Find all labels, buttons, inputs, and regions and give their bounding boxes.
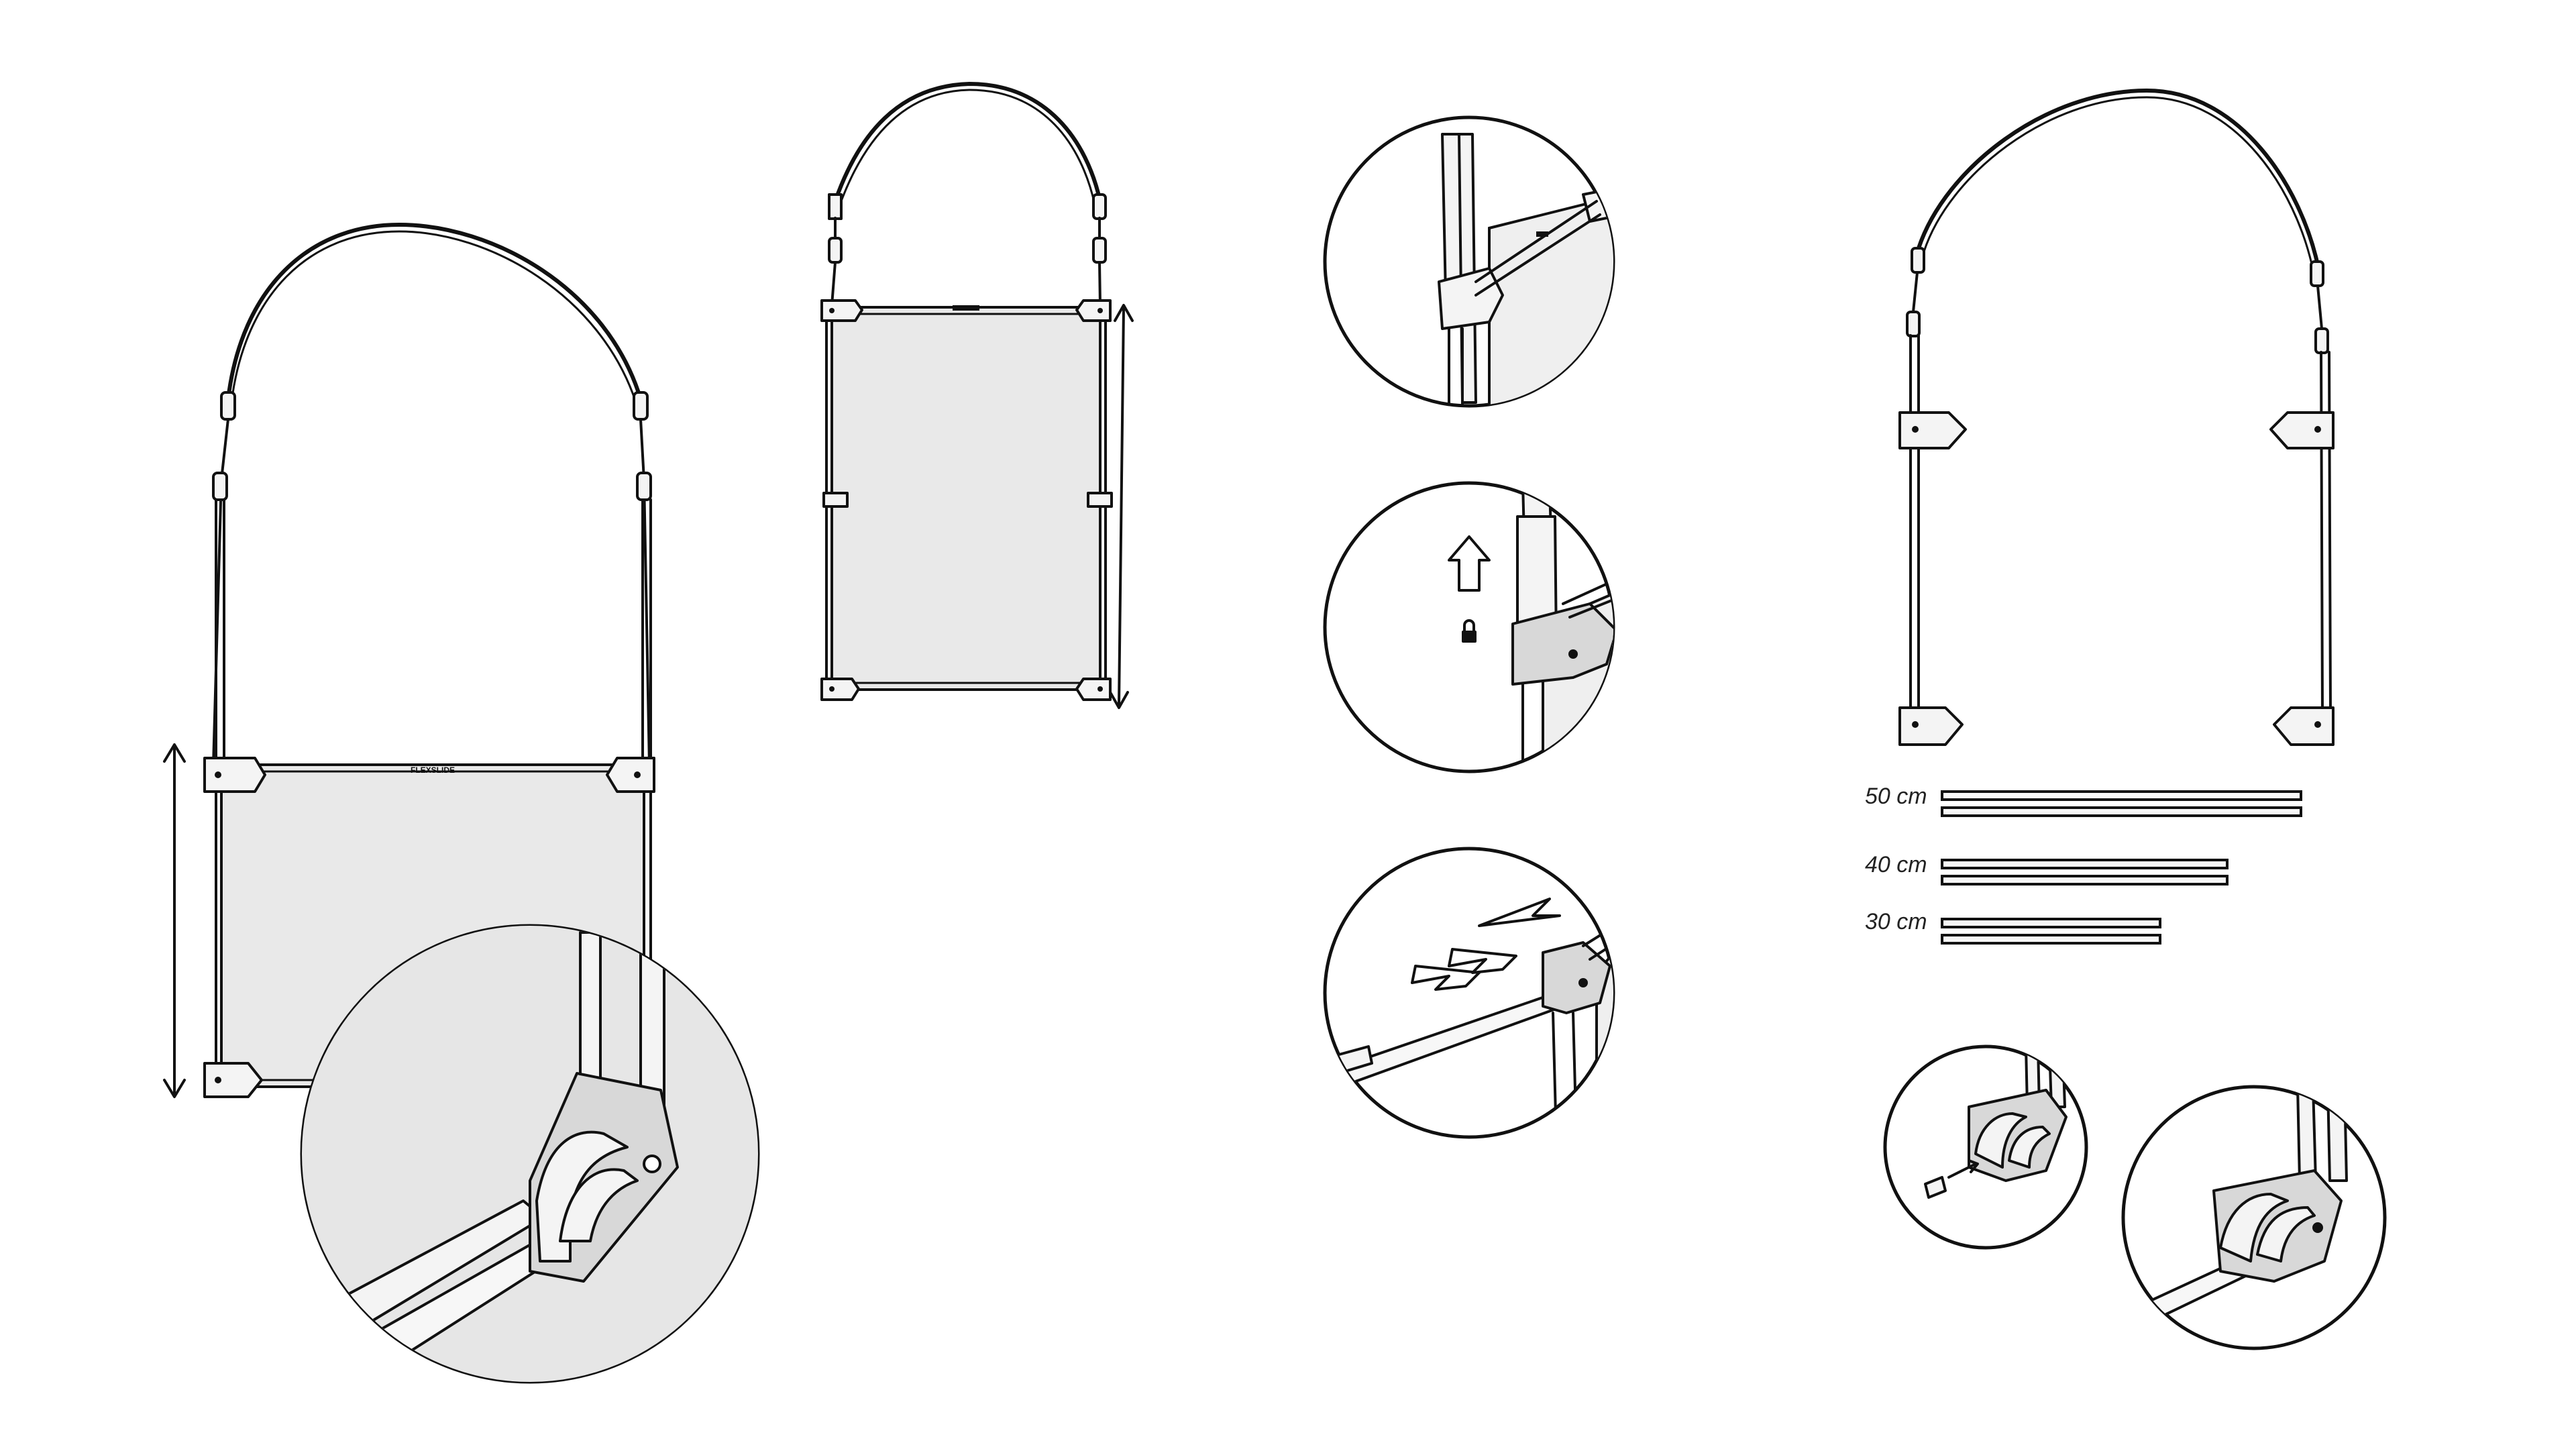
double-arrow-icon — [163, 743, 186, 1098]
detail-circle-rail-slot — [300, 924, 760, 1384]
length-bars: 50 cm 40 cm 30 cm — [1865, 784, 2302, 945]
double-arrow-icon — [1109, 304, 1134, 709]
slide-direction-arrows-icon — [1411, 898, 1561, 991]
figure-frame-without-panel — [1898, 89, 2334, 746]
detail-circle-insert-bar — [1883, 1044, 2088, 1250]
detail-circle-slide-bar — [1323, 847, 1615, 1139]
up-arrow-icon — [1448, 535, 1491, 592]
bar-40cm-b — [1941, 875, 2229, 885]
lock-icon — [1462, 619, 1477, 643]
bar-40cm-a — [1941, 859, 2229, 869]
detail-circle-bar-inserted — [2121, 1085, 2387, 1350]
figure-portrait-panel — [820, 82, 1134, 709]
bar-50cm-b — [1941, 806, 2302, 817]
bar-30cm-b — [1941, 934, 2161, 945]
length-label-40: 40 cm — [1865, 852, 1927, 877]
length-label-30: 30 cm — [1865, 909, 1927, 934]
brand-label: FLEXSLIDE — [411, 765, 455, 775]
length-label-50: 50 cm — [1865, 784, 1927, 809]
detail-circle-rail-top — [1323, 115, 1615, 408]
detail-circle-lock-up — [1323, 481, 1615, 773]
bar-30cm-a — [1941, 918, 2161, 928]
bar-50cm-a — [1941, 790, 2302, 801]
